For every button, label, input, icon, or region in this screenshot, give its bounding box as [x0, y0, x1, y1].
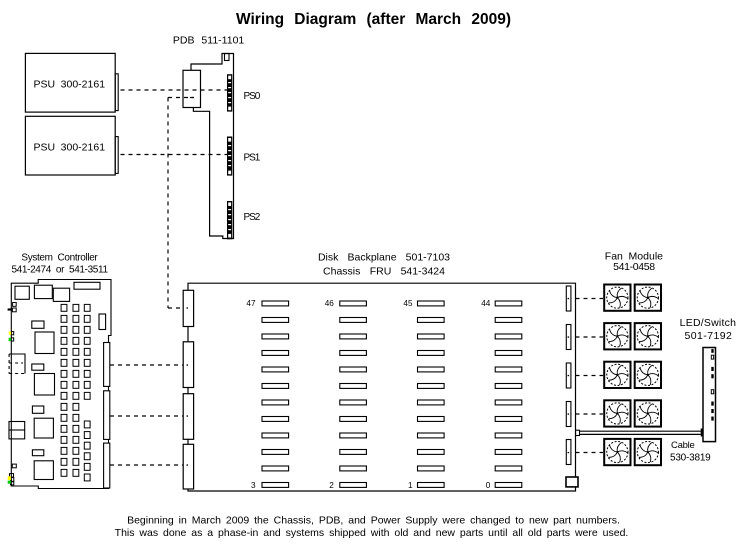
svg-text:LED/Switch: LED/Switch — [680, 317, 736, 329]
svg-text:PS0: PS0 — [244, 91, 261, 102]
svg-text:501-7192: 501-7192 — [684, 330, 732, 342]
svg-text:Chassis FRU 541-3424: Chassis FRU 541-3424 — [323, 265, 445, 277]
svg-text:541-2474 or 541-3511: 541-2474 or 541-3511 — [11, 265, 108, 276]
svg-text:System Controller: System Controller — [21, 253, 98, 264]
svg-text:3: 3 — [251, 481, 256, 490]
svg-text:541-0458: 541-0458 — [613, 261, 655, 273]
svg-text:Wiring Diagram (after March 20: Wiring Diagram (after March 2009) — [236, 11, 511, 28]
svg-text:47: 47 — [246, 299, 256, 308]
svg-text:PS2: PS2 — [244, 212, 261, 223]
svg-text:0: 0 — [486, 481, 491, 490]
svg-text:Beginning in March 2009 the Ch: Beginning in March 2009 the Chassis, PDB… — [127, 514, 620, 526]
svg-text:2: 2 — [329, 481, 334, 490]
svg-text:PDB 511-1101: PDB 511-1101 — [173, 35, 244, 47]
svg-text:Disk Backplane 501-7103: Disk Backplane 501-7103 — [318, 251, 450, 263]
svg-text:1: 1 — [408, 481, 413, 490]
svg-text:45: 45 — [403, 299, 413, 308]
svg-text:This was done as a phase-in an: This was done as a phase-in and systems … — [115, 527, 629, 539]
svg-text:Cable: Cable — [671, 440, 695, 451]
svg-text:PS1: PS1 — [244, 152, 261, 163]
svg-text:46: 46 — [325, 299, 335, 308]
svg-text:530-3819: 530-3819 — [670, 453, 711, 464]
svg-text:PSU 300-2161: PSU 300-2161 — [34, 141, 106, 153]
svg-text:44: 44 — [481, 299, 491, 308]
svg-text:PSU 300-2161: PSU 300-2161 — [34, 78, 106, 90]
svg-text:Fan Module: Fan Module — [605, 250, 663, 262]
